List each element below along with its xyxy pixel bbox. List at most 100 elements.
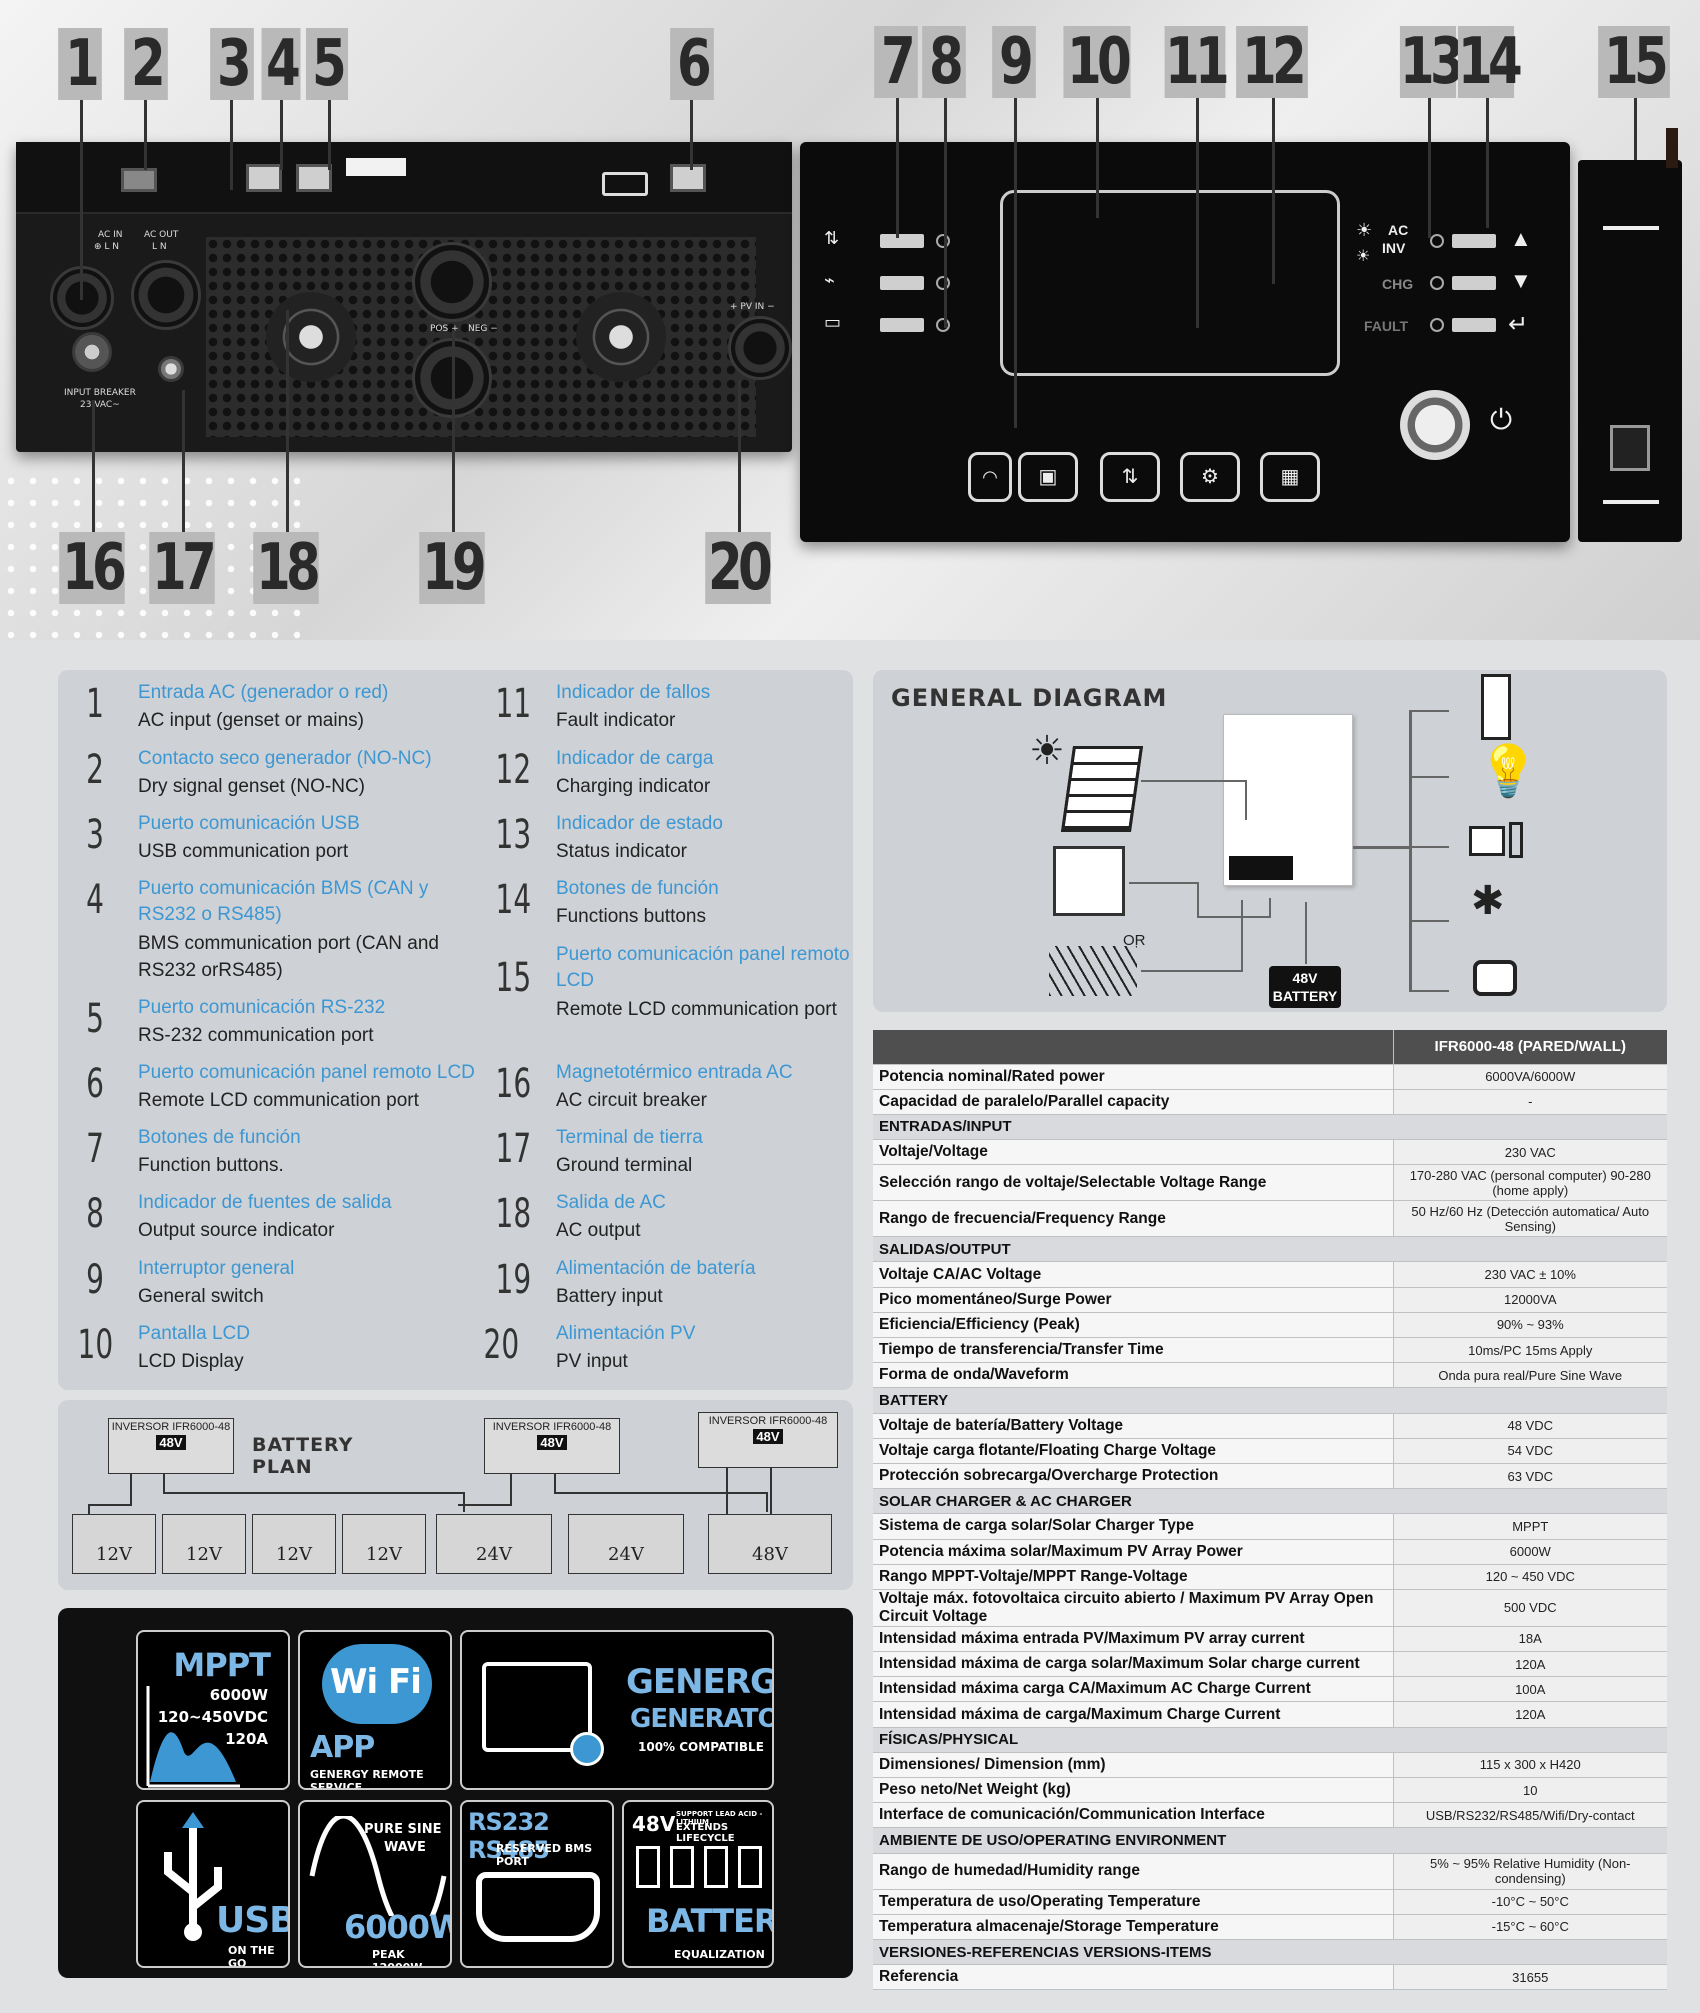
legend-number: 7 <box>86 1126 104 1172</box>
legend-es: Botones de función <box>138 1127 301 1148</box>
dry-contact-mode-button[interactable]: ▣ <box>1018 452 1078 502</box>
enter-button[interactable] <box>1452 318 1496 332</box>
spec-key: Tiempo de transferencia/Transfer Time <box>873 1337 1393 1364</box>
legend-number: 16 <box>495 1061 532 1107</box>
side-cable <box>1666 128 1678 168</box>
function-button-3[interactable] <box>880 318 924 332</box>
spec-value: 5% ~ 95% Relative Humidity (Non-condensi… <box>1392 1853 1667 1890</box>
wire <box>770 1468 772 1514</box>
inverter-box-2: INVERSOR IFR6000-48 48V <box>484 1418 620 1474</box>
spec-section-title: SOLAR CHARGER & AC CHARGER <box>873 1488 1667 1515</box>
spec-value: 54 VDC <box>1392 1438 1667 1464</box>
spec-section-row: SOLAR CHARGER & AC CHARGER <box>873 1488 1667 1515</box>
spec-key: Interface de comunicación/Communication … <box>873 1802 1393 1829</box>
legend-en: Output source indicator <box>138 1220 335 1241</box>
battery-icon: ▭ <box>824 312 842 332</box>
chg-indicator-label: CHG <box>1382 276 1414 292</box>
wire <box>458 1504 512 1506</box>
spec-value: 31655 <box>1392 1964 1667 1991</box>
leader-5 <box>328 100 331 170</box>
up-button[interactable] <box>1452 234 1496 248</box>
spec-key: Rango MPPT-Voltaje/MPPT Range-Voltage <box>873 1564 1393 1590</box>
enter-icon: ↵ <box>1508 311 1529 338</box>
spec-key: Referencia <box>873 1964 1393 1991</box>
callout-11: 11 <box>1164 25 1230 99</box>
callout-1: 1 <box>58 28 102 100</box>
spec-row: Potencia máxima solar/Maximum PV Array P… <box>873 1539 1667 1565</box>
battery-12v-3: 12V <box>252 1514 336 1574</box>
spec-section-title: VERSIONES-REFERENCIAS VERSIONS-ITEMS <box>873 1939 1667 1966</box>
cooling-fan-right <box>576 292 666 382</box>
wire <box>163 1492 463 1494</box>
wifi-title: Wi Fi <box>330 1662 422 1702</box>
parallel-mode-button[interactable]: ⇅ <box>1100 452 1160 502</box>
li-ion-mode-button[interactable]: ⚙ <box>1180 452 1240 502</box>
chevron-up-icon: ▲ <box>1510 226 1532 251</box>
peak-power-label: PEAK 12000W <box>372 1948 423 1968</box>
function-button-1[interactable] <box>880 234 924 248</box>
gen-line <box>1269 898 1271 916</box>
spec-key: Voltaje de batería/Battery Voltage <box>873 1413 1393 1439</box>
spec-key: Sistema de carga solar/Solar Charger Typ… <box>873 1513 1393 1540</box>
spec-section-row: BATTERY <box>873 1387 1667 1414</box>
legend-en: AC input (genset or mains) <box>138 710 364 731</box>
legend-en: Remote LCD communication port <box>556 999 837 1020</box>
spec-value: -10°C ~ 50°C <box>1392 1889 1667 1915</box>
wave-label: WAVE <box>384 1840 426 1855</box>
legend-number: 11 <box>495 681 532 727</box>
spec-section-row: SALIDAS/OUTPUT <box>873 1236 1667 1263</box>
diagram-title: GENERAL DIAGRAM <box>891 684 1168 712</box>
generator-icon <box>482 1662 592 1752</box>
legend-en: AC circuit breaker <box>556 1090 707 1111</box>
computer-icon <box>1469 826 1505 856</box>
legend-number: 10 <box>77 1322 114 1368</box>
leader-7 <box>896 98 899 238</box>
general-power-switch[interactable] <box>1400 390 1470 460</box>
down-button[interactable] <box>1452 276 1496 290</box>
rs232-port <box>296 164 332 192</box>
inverter-box-1: INVERSOR IFR6000-48 48V <box>108 1418 234 1474</box>
spec-row: Protección sobrecarga/Overcharge Protect… <box>873 1463 1667 1490</box>
wire <box>726 1468 728 1514</box>
ac-out-pins-label: L N <box>152 242 167 252</box>
battery-label: BATTERY <box>1272 988 1338 1004</box>
function-button-2[interactable] <box>880 276 924 290</box>
spec-value: MPPT <box>1392 1513 1667 1540</box>
callout-4: 4 <box>261 28 301 100</box>
spec-value: - <box>1392 1089 1667 1115</box>
leader-8 <box>944 98 947 328</box>
legend-es: Puerto comunicación BMS (CAN y RS232 o R… <box>138 878 429 925</box>
generator-icon <box>1053 846 1125 916</box>
spec-value: 170-280 VAC (personal computer) 90-280 (… <box>1392 1164 1667 1202</box>
spec-value: Onda pura real/Pure Sine Wave <box>1392 1362 1667 1389</box>
reserved-bms-label: RESERVED BMS PORT <box>496 1842 593 1868</box>
pv-in-gland <box>728 316 792 380</box>
usb-title: USB <box>216 1900 290 1941</box>
or-label: OR <box>1123 932 1146 949</box>
spec-row: Intensidad máxima de carga solar/Maximum… <box>873 1651 1667 1678</box>
callout-12: 12 <box>1236 26 1308 98</box>
sun-icon-2: ☀ <box>1356 248 1371 265</box>
spec-key: Intensidad máxima de carga/Maximum Charg… <box>873 1701 1393 1728</box>
legend-number: 20 <box>483 1322 520 1368</box>
battery-12v-1: 12V <box>72 1514 156 1574</box>
legend-es: Magnetotérmico entrada AC <box>556 1062 793 1083</box>
legend-es: Puerto comunicación panel remoto LCD <box>556 944 850 991</box>
legend-number: 6 <box>86 1061 104 1107</box>
battery-cell-icon <box>738 1846 762 1888</box>
spec-key: Eficiencia/Efficiency (Peak) <box>873 1312 1393 1339</box>
barcode-label <box>346 158 406 176</box>
inverter-box-3: INVERSOR IFR6000-48 48V <box>698 1412 838 1468</box>
settings-mode-button[interactable]: ▦ <box>1260 452 1320 502</box>
battery-cell-icon <box>636 1846 660 1888</box>
callout-14: 14 <box>1457 25 1523 99</box>
status-led <box>1430 234 1444 248</box>
legend-es: Indicador de fuentes de salida <box>138 1192 392 1213</box>
spec-row: Dimensiones/ Dimension (mm)115 x 300 x H… <box>873 1752 1667 1779</box>
legend-number: 8 <box>86 1191 104 1237</box>
legend-number: 13 <box>495 812 532 858</box>
spec-key: Potencia nominal/Rated power <box>873 1064 1393 1090</box>
callout-5: 5 <box>305 28 349 100</box>
rs-title: RS232 RS485 <box>468 1808 550 1864</box>
